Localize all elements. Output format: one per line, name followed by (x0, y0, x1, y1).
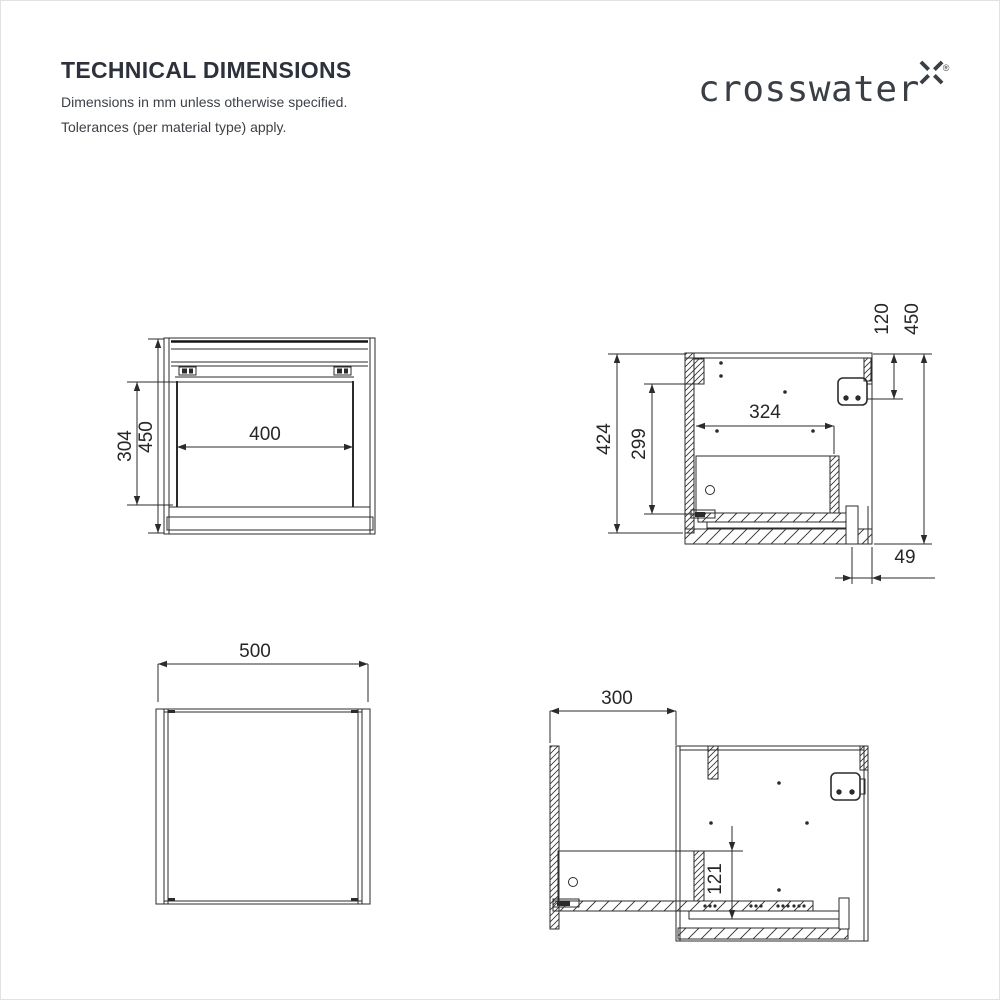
side-open-view-dimensions: 300 121 (549, 688, 743, 919)
front-view-dimensions: 304 450 400 (115, 338, 353, 534)
plan-view-drawing (155, 708, 371, 905)
drawer-box-section (695, 455, 840, 514)
plan-view-dimensions: 500 (157, 641, 369, 702)
dim-side-carcass-height: 424 (594, 423, 615, 455)
brand-logo: crosswater ® (698, 60, 951, 110)
dim-side-front-offset: 49 (894, 547, 915, 568)
wall-bracket-open-view (830, 772, 861, 801)
dim-side-height: 450 (902, 303, 923, 335)
bottom-panel-hatch (684, 528, 873, 545)
subtitle-line-2: Tolerances (per material type) apply. (61, 119, 287, 135)
dim-open-extension: 300 (601, 688, 633, 709)
drawer-clip-right (333, 366, 352, 376)
dim-side-inner-depth: 324 (749, 402, 781, 423)
dim-front-opening-height: 304 (115, 430, 136, 462)
extended-runner (552, 900, 814, 912)
drawer-clip-left (178, 366, 197, 376)
dim-front-width: 400 (249, 424, 281, 445)
page-title: TECHNICAL DIMENSIONS (61, 57, 352, 83)
bottom-panel (166, 516, 374, 531)
dim-side-bracket-offset: 120 (872, 303, 893, 335)
side-view-drawing (684, 352, 873, 545)
side-view-dimensions: 424 299 324 120 450 (594, 303, 935, 584)
bottom-panel-open-hatch (677, 927, 849, 940)
registered-mark: ® (942, 63, 950, 73)
back-panel-hatch (684, 352, 695, 534)
front-view-drawing (163, 337, 376, 535)
brand-name: crosswater (698, 69, 920, 110)
crosswater-x-icon (919, 60, 944, 85)
wall-bracket (837, 377, 868, 406)
dim-plan-width: 500 (239, 641, 271, 662)
subtitle-line-1: Dimensions in mm unless otherwise specif… (61, 94, 348, 110)
dim-open-drawer-front: 121 (705, 863, 726, 895)
dim-front-height: 450 (136, 421, 157, 453)
side-open-view-drawing (549, 745, 869, 942)
drawer-front-panel-hatch (549, 745, 560, 930)
extended-drawer-box (557, 850, 705, 902)
dim-side-opening-height: 299 (629, 428, 650, 460)
drawer-runner (697, 512, 849, 523)
